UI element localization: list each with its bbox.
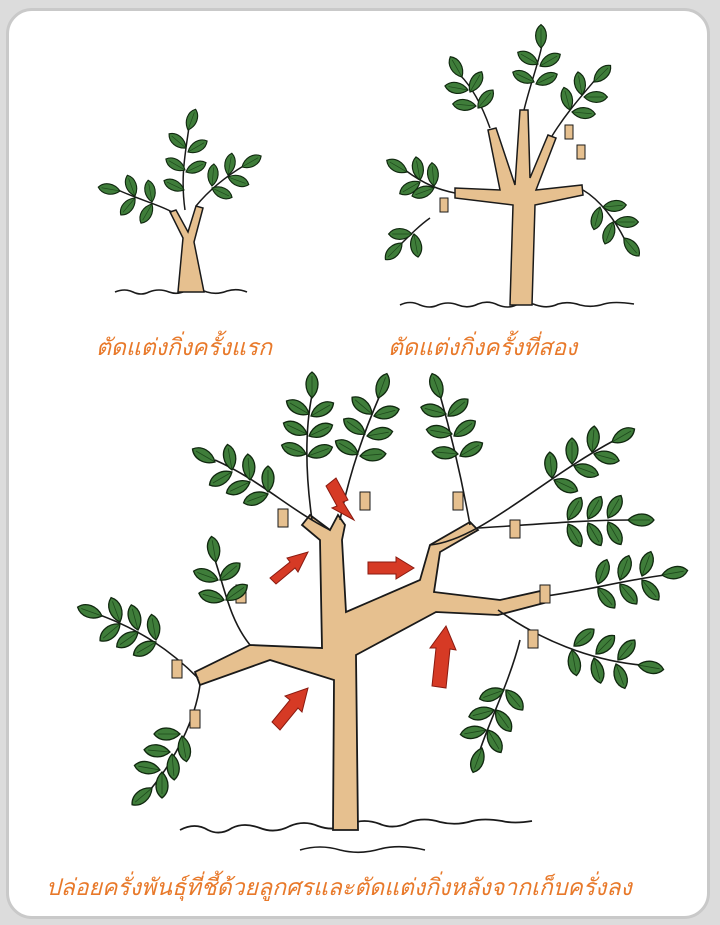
arrow-icon: [368, 557, 414, 579]
tree-first-pruning: [97, 107, 263, 294]
arrow-icon: [272, 688, 308, 730]
trunk-2: [455, 110, 583, 305]
tree-second-pruning: [382, 25, 644, 307]
caption-main-instruction: ปล่อยครั่งพันธุ์ที่ชี้ด้วยลูกศรและตัดแต่…: [46, 870, 632, 906]
arrow-icon: [430, 626, 456, 688]
trunk-1: [170, 206, 204, 292]
arrow-icon: [326, 478, 354, 520]
caption-first-pruning: ตัดแต่งกิ่งครั้งแรก: [96, 330, 272, 366]
caption-second-pruning: ตัดแต่งกิ่งครั้งที่สอง: [388, 330, 577, 366]
tree-main: [76, 372, 689, 853]
arrow-icon: [270, 552, 308, 584]
